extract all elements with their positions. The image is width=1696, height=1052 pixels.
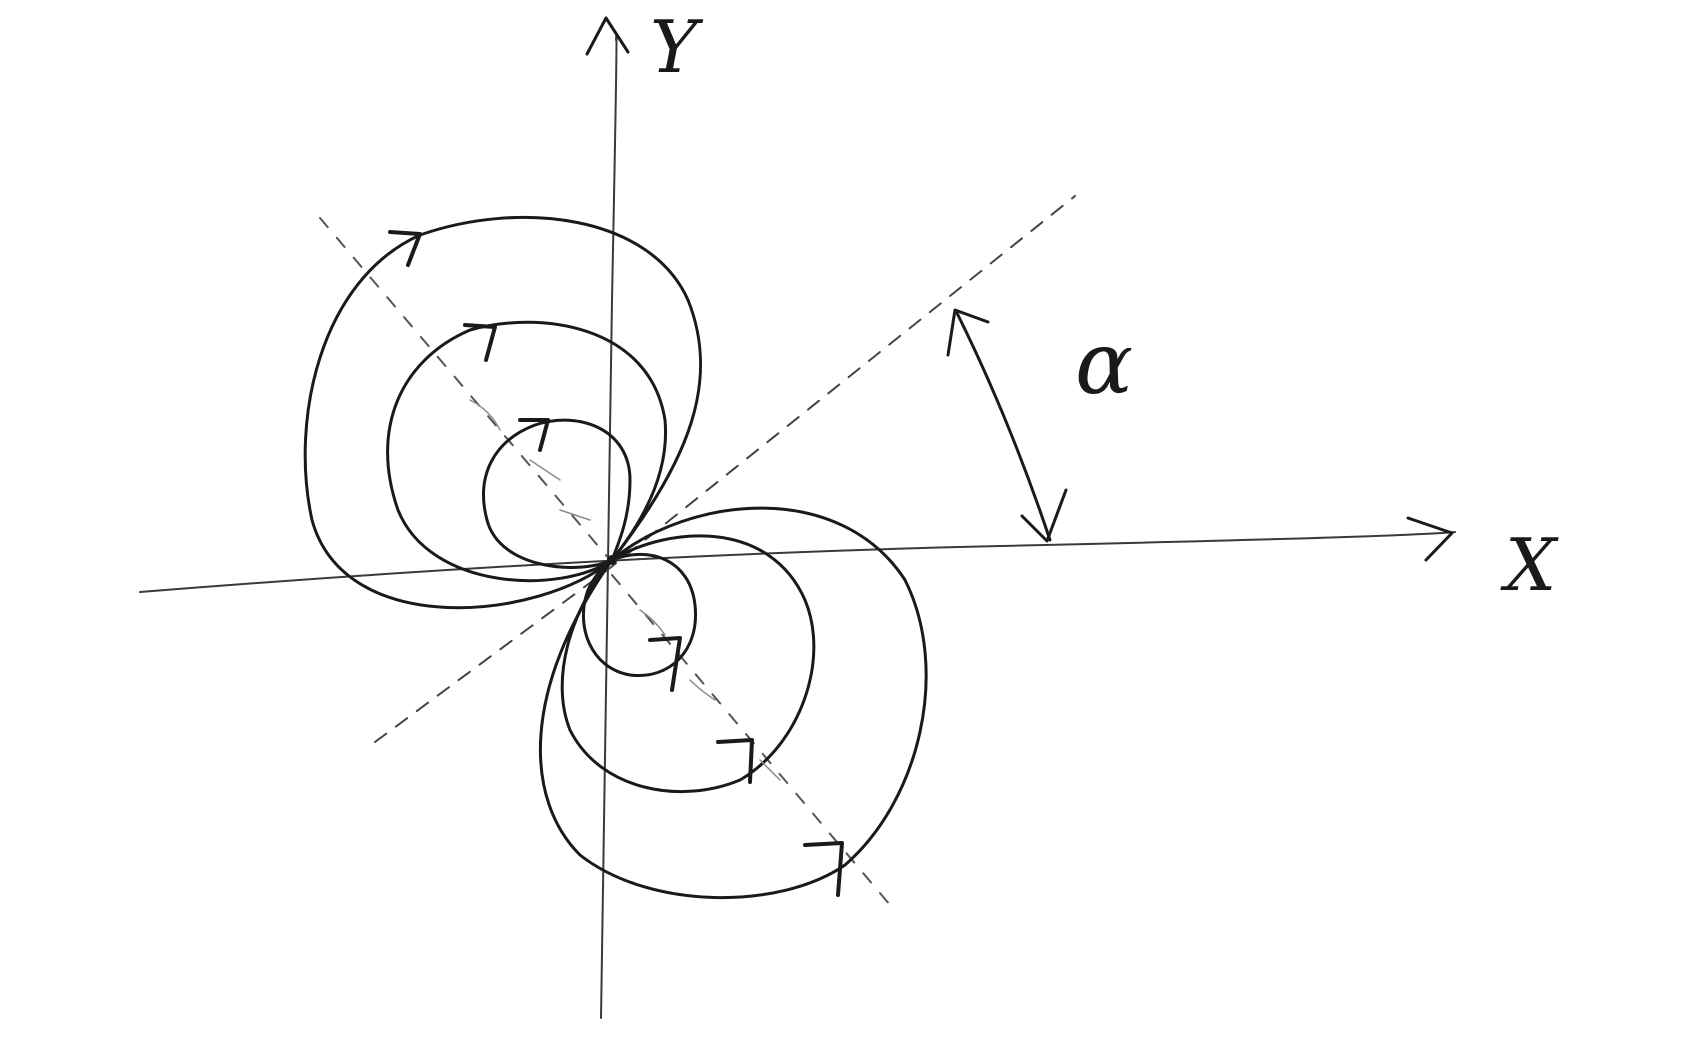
y-axis-label: Y xyxy=(650,5,704,89)
arrow-marker-lower-outer xyxy=(803,841,844,897)
upper-left-lobes xyxy=(303,215,703,610)
axes: X Y xyxy=(139,5,1559,1019)
x-axis-label: X xyxy=(1500,523,1559,607)
field-line-lower-outer xyxy=(538,506,928,899)
perpendicular-dashed-upper xyxy=(319,217,611,561)
dipole-axis-line xyxy=(374,195,1076,743)
x-axis-arrowhead xyxy=(1406,516,1454,562)
angle-alpha-label: α xyxy=(1075,314,1133,414)
arrow-marker-upper-inner xyxy=(518,418,550,452)
field-line-upper-inner xyxy=(482,418,632,569)
field-line-upper-middle xyxy=(386,320,668,583)
field-line-lower-inner xyxy=(581,552,698,678)
field-line-upper-outer xyxy=(303,215,703,610)
angle-arc xyxy=(955,311,1052,542)
angle-alpha-indicator: α xyxy=(946,308,1133,543)
dipole-origin-dot xyxy=(607,555,617,565)
angle-arrowhead-top xyxy=(946,308,990,357)
arrow-marker-lower-middle xyxy=(716,738,754,784)
dipole-axis-dashed xyxy=(319,195,1076,906)
lower-right-lobes xyxy=(538,506,928,899)
arrow-marker-upper-middle xyxy=(463,323,497,362)
y-axis-line xyxy=(600,34,618,1019)
y-axis-arrowhead xyxy=(585,16,630,56)
arrow-marker-lower-inner xyxy=(648,636,682,692)
hatch-marks xyxy=(469,399,781,781)
angle-arrowhead-bottom xyxy=(1020,488,1068,543)
field-line-lower-middle xyxy=(560,534,816,793)
arrow-marker-upper-outer xyxy=(388,230,422,267)
x-axis-line xyxy=(139,531,1456,593)
